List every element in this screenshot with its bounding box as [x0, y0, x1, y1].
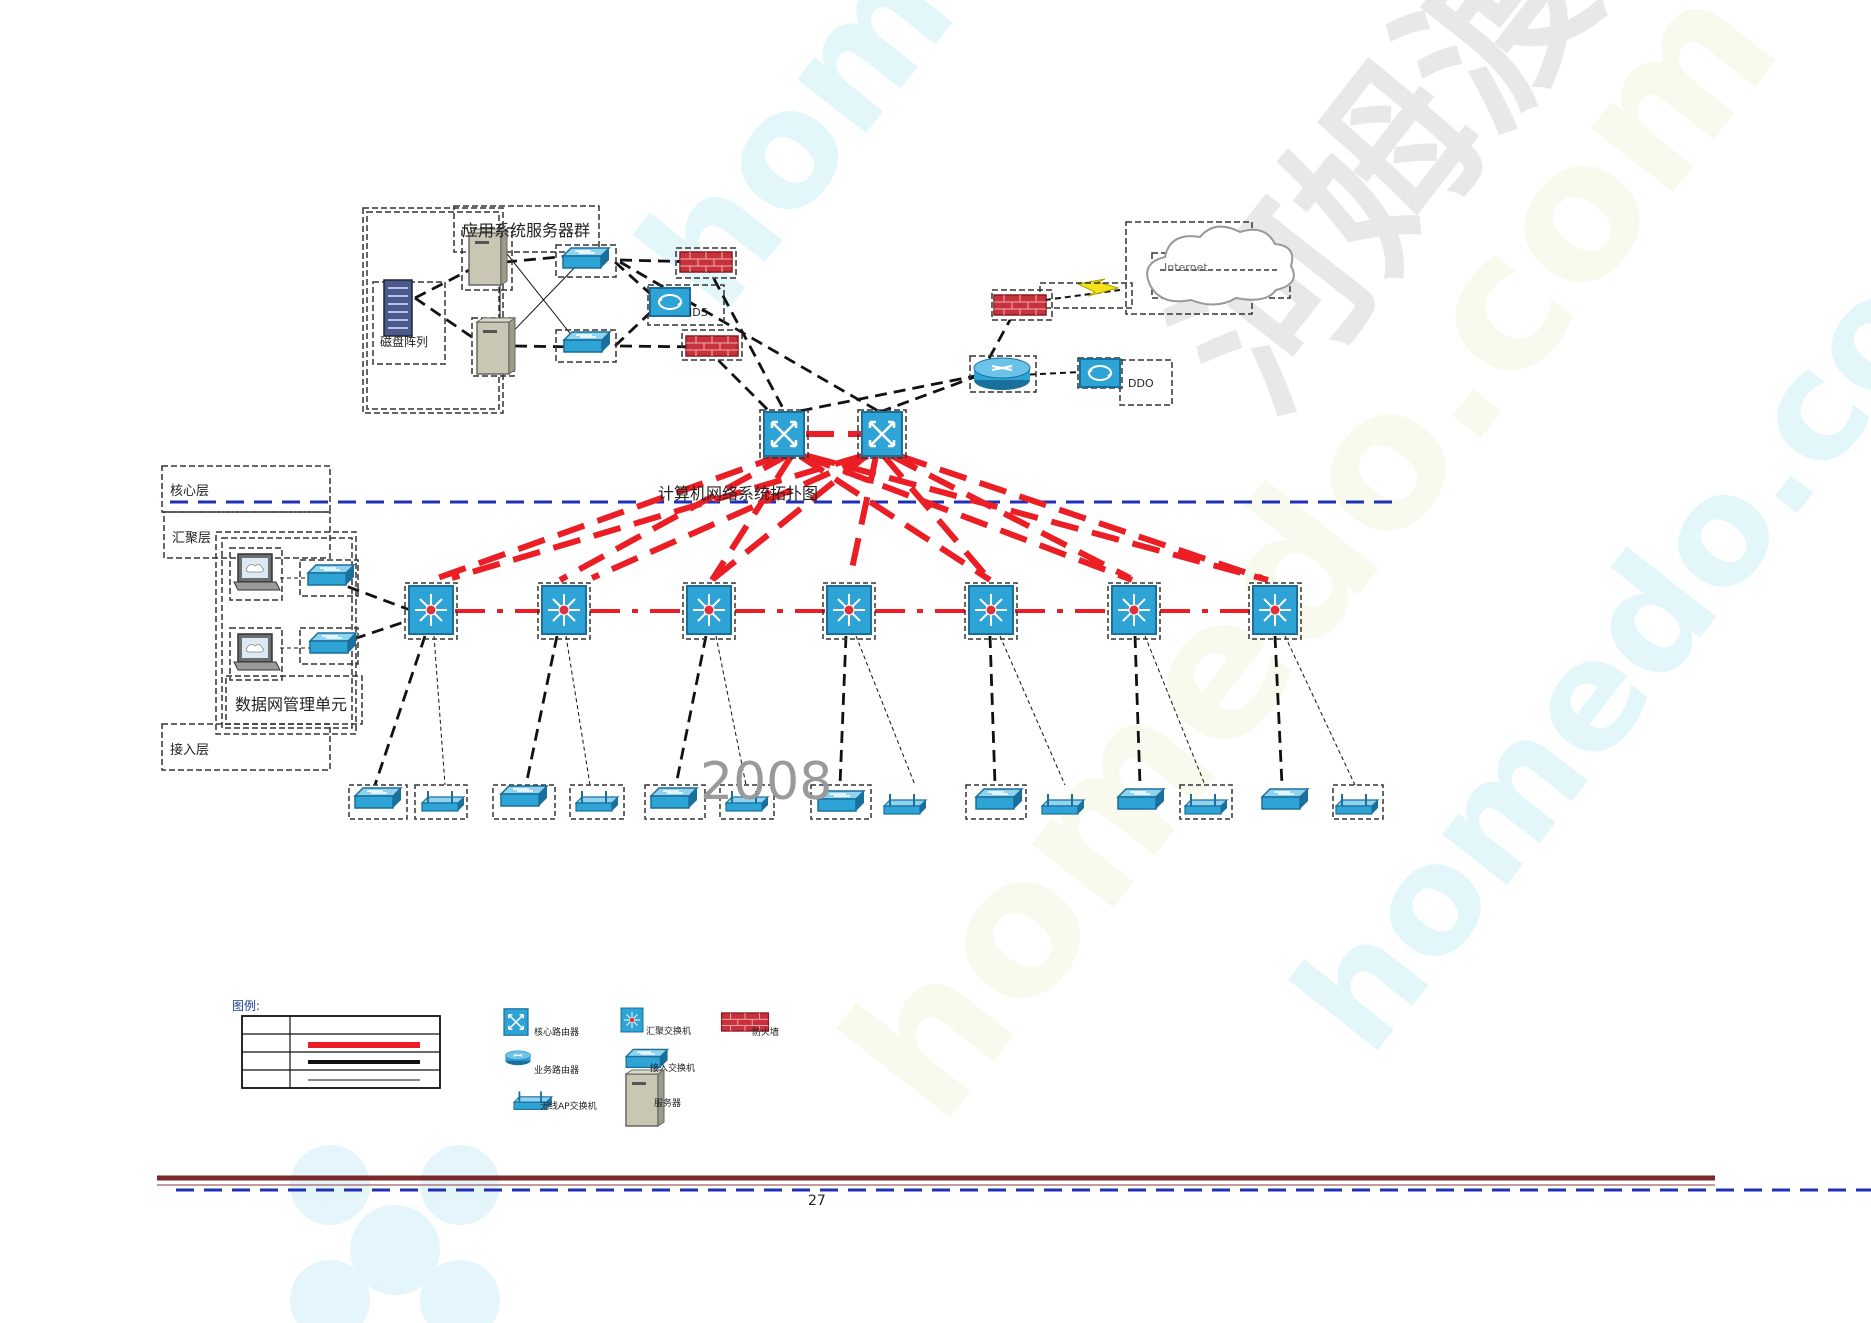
access-links-thick — [329, 578, 1284, 786]
legend-server-label: 服务器 — [654, 1099, 682, 1109]
legend-ap-label: 无线AP交换机 — [540, 1102, 597, 1112]
internet-label: Internet — [1164, 261, 1208, 274]
server-switch-1-icon — [562, 247, 610, 269]
app-server-2-icon — [476, 317, 516, 375]
app-server-title-box — [453, 205, 600, 253]
mgmt-switch-1-icon — [307, 564, 355, 586]
agg-switch-5-icon — [968, 585, 1014, 635]
server-area-box — [362, 207, 504, 414]
ddo-device-icon — [1079, 358, 1121, 388]
wireless-ap-2-icon — [575, 790, 619, 812]
access-switch-2-icon — [500, 785, 548, 807]
firewall-2-icon — [685, 335, 739, 357]
legend-firewall-label: 防火墙 — [752, 1028, 780, 1038]
access-switch-6-icon — [1117, 788, 1165, 810]
agg-switch-1-icon — [408, 585, 454, 635]
firewall-1-icon — [679, 251, 733, 273]
legend-core-router-label: 核心路由器 — [534, 1028, 580, 1038]
access-links-thin — [280, 577, 1356, 786]
wireless-ap-7-icon — [1335, 793, 1379, 815]
mgmt-switch-2-icon — [309, 632, 357, 654]
wireless-ap-5-icon — [1041, 793, 1085, 815]
watermark-homedo-2: homedo.com — [801, 0, 1820, 1158]
access-switch-7-icon — [1261, 788, 1309, 810]
legend-access-switch-label: 接入交换机 — [650, 1064, 696, 1074]
core-router-2-icon — [860, 410, 904, 458]
legend-service-router-label: 业务路由器 — [534, 1066, 580, 1076]
disk-array-icon — [383, 279, 413, 337]
agg-switch-6-icon — [1111, 585, 1157, 635]
ids-label: IDS — [689, 306, 708, 319]
access-switch-1-icon — [354, 787, 402, 809]
core-router-1-icon — [762, 410, 806, 458]
firewall-internet-icon — [993, 294, 1047, 316]
diagram-title: 计算机网络系统拓扑图 — [658, 484, 819, 503]
watermark-flower-logo — [290, 1145, 500, 1323]
device-boxes — [348, 582, 1384, 820]
watermark-layer: homedo.com homedo.com homedo.com 河姆渡 — [290, 0, 1871, 1323]
agg-switch-7-icon — [1252, 585, 1298, 635]
aggregation-layer-label: 汇聚层 — [172, 531, 212, 546]
wireless-ap-1-icon — [421, 790, 465, 812]
year-mark: 2008 — [700, 752, 833, 812]
watermark-homedo-1: homedo.com — [603, 0, 1462, 343]
access-switch-3-icon — [650, 787, 698, 809]
mgmt-pc-1-icon — [233, 553, 281, 591]
link-fw-internet — [1044, 289, 1121, 301]
core-layer-label: 核心层 — [170, 484, 210, 499]
server-switch-2-icon — [563, 331, 611, 353]
agg-switch-2-icon — [541, 585, 587, 635]
wan-link-bolt-icon — [1076, 278, 1120, 297]
watermark-hemudu: 河姆渡 — [1139, 0, 1636, 446]
aggregation-layer-box — [163, 511, 331, 559]
ddo-label: DDO — [1128, 377, 1154, 390]
app-servers-label: 应用系统服务器群 — [462, 221, 591, 240]
mgmt-unit-label: 数据网管理单元 — [235, 695, 348, 714]
internet-cloud-icon — [1146, 225, 1295, 306]
access-layer-label: 接入层 — [170, 743, 210, 758]
ids-icon — [649, 287, 691, 317]
watermark-homedo-3: homedo.com — [1261, 121, 1871, 1082]
disk-array-label: 磁盘阵列 — [380, 335, 429, 349]
legend-agg-switch-label: 汇聚交换机 — [646, 1027, 692, 1037]
service-router-icon — [973, 357, 1031, 391]
legend-service-router-icon — [504, 1050, 532, 1066]
core-links — [430, 431, 1269, 583]
mgmt-pc-2-icon — [233, 633, 281, 671]
legend — [241, 1007, 770, 1127]
legend-title: 图例: — [232, 999, 261, 1013]
wireless-ap-6-icon — [1184, 793, 1228, 815]
agg-switch-4-icon — [826, 585, 872, 635]
page-number: 27 — [808, 1193, 826, 1209]
ids-box — [647, 284, 725, 326]
legend-core-router-icon — [503, 1008, 529, 1036]
wireless-ap-4-icon — [883, 793, 927, 815]
agg-switch-3-icon — [686, 585, 732, 635]
access-switch-5-icon — [975, 788, 1023, 810]
legend-agg-switch-icon — [620, 1007, 644, 1033]
